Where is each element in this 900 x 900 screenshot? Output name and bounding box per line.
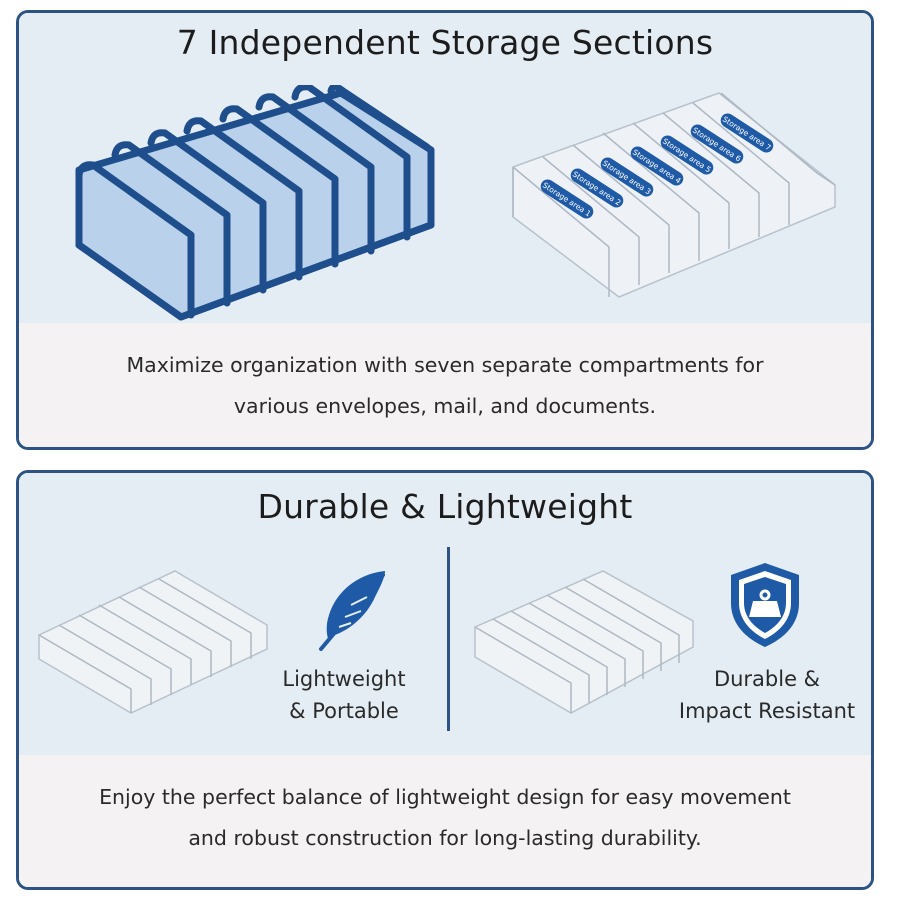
durable-feature-label: Durable & Impact Resistant <box>678 667 856 723</box>
durable-lightweight-card: Durable & Lightweight Lightweight & Port… <box>16 470 874 890</box>
durable-lightweight-panel: Durable & Lightweight Lightweight & Port… <box>19 473 871 755</box>
storage-sections-card: 7 Independent Storage Sections <box>16 10 874 450</box>
storage-sections-title: 7 Independent Storage Sections <box>176 23 714 62</box>
storage-sections-description: Maximize organization with seven separat… <box>126 353 764 418</box>
storage-sections-panel: 7 Independent Storage Sections <box>19 13 871 323</box>
shield-weight-icon <box>731 563 799 647</box>
storage-sections-description-panel: Maximize organization with seven separat… <box>19 323 871 447</box>
durable-lightweight-description: Enjoy the perfect balance of lightweight… <box>99 785 791 850</box>
lightweight-feature-label: Lightweight & Portable <box>282 667 406 723</box>
durable-lightweight-description-panel: Enjoy the perfect balance of lightweight… <box>19 755 871 887</box>
organizer-left-illustration <box>38 570 268 714</box>
durable-lightweight-title: Durable & Lightweight <box>257 487 633 526</box>
feature-divider <box>447 547 450 731</box>
organizer-right-illustration <box>474 570 694 714</box>
organizer-diagram-illustration <box>75 85 435 321</box>
feather-icon <box>319 571 385 651</box>
